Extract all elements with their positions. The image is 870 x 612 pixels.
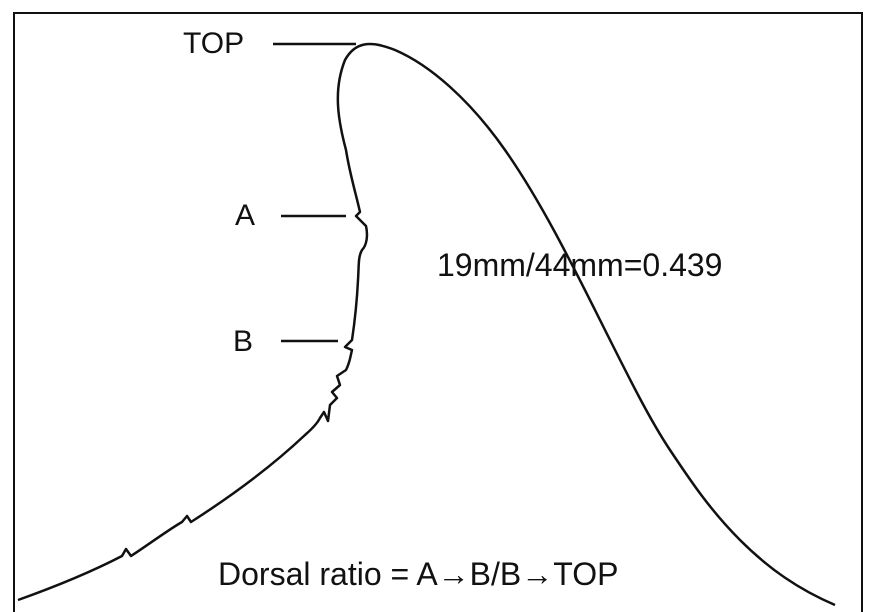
figure-frame — [13, 12, 863, 612]
measurement-label: 19mm/44mm=0.439 — [437, 247, 723, 283]
landmark-a-label: A — [235, 199, 256, 232]
landmark-b-label: B — [233, 325, 254, 358]
formula-label: Dorsal ratio = A→B/B→TOP — [218, 556, 619, 592]
fin-outline — [17, 42, 836, 607]
landmark-top-label: TOP — [183, 27, 245, 60]
